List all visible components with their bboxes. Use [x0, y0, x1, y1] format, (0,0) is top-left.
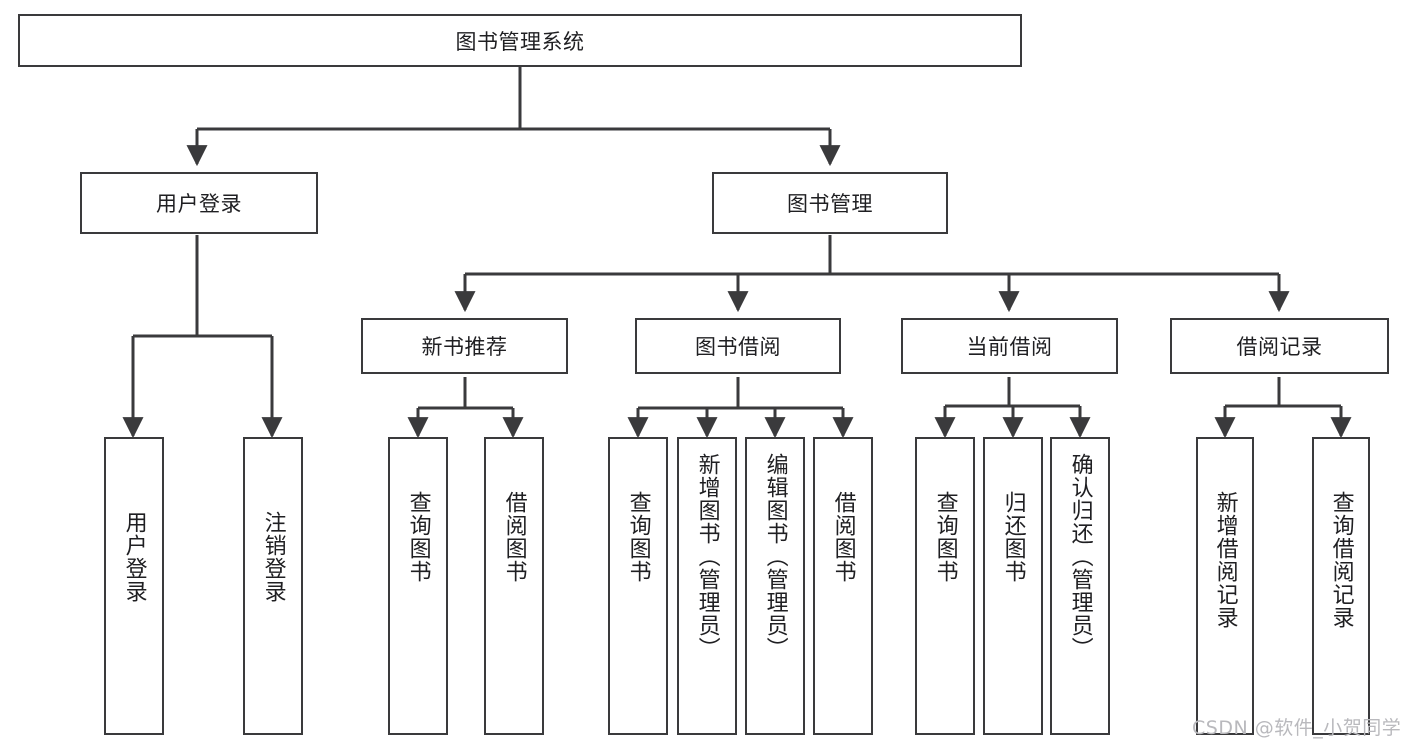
leaf-new-book-query[interactable]: 查询图书: [388, 437, 448, 735]
node-current-borrow[interactable]: 当前借阅: [901, 318, 1118, 374]
leaf-user-login-signout[interactable]: 注销登录: [243, 437, 303, 735]
leaf-label: 归还图书: [1000, 491, 1026, 583]
leaf-new-book-borrow[interactable]: 借阅图书: [484, 437, 544, 735]
leaf-borrow-query-book[interactable]: 查询图书: [608, 437, 668, 735]
leaf-current-query-book[interactable]: 查询图书: [915, 437, 975, 735]
leaf-label: 借阅图书: [501, 491, 527, 583]
node-book-management[interactable]: 图书管理: [712, 172, 948, 234]
leaf-current-return-book[interactable]: 归还图书: [983, 437, 1043, 735]
leaf-record-query-record[interactable]: 查询借阅记录: [1312, 437, 1370, 735]
leaf-label: 新增借阅记录: [1212, 491, 1238, 629]
node-new-book-recommend[interactable]: 新书推荐: [361, 318, 568, 374]
leaf-borrow-borrow-book[interactable]: 借阅图书: [813, 437, 873, 735]
leaf-current-confirm-return-admin[interactable]: 确认归还（管理员）: [1050, 437, 1110, 735]
node-borrow-record[interactable]: 借阅记录: [1170, 318, 1389, 374]
leaf-label: 借阅图书: [830, 491, 856, 583]
leaf-label: 编辑图书（管理员）: [762, 453, 788, 660]
node-user-login[interactable]: 用户登录: [80, 172, 318, 234]
leaf-borrow-add-book-admin[interactable]: 新增图书（管理员）: [677, 437, 737, 735]
leaf-label: 查询借阅记录: [1328, 491, 1354, 629]
node-root-system[interactable]: 图书管理系统: [18, 14, 1022, 67]
leaf-label: 确认归还（管理员）: [1067, 453, 1093, 660]
leaf-label: 查询图书: [405, 491, 431, 583]
leaf-label: 注销登录: [260, 511, 286, 603]
node-book-borrow[interactable]: 图书借阅: [635, 318, 841, 374]
leaf-label: 新增图书（管理员）: [694, 453, 720, 660]
leaf-label: 查询图书: [625, 491, 651, 583]
leaf-label: 查询图书: [932, 491, 958, 583]
leaf-user-login-signin[interactable]: 用户登录: [104, 437, 164, 735]
leaf-record-add-record[interactable]: 新增借阅记录: [1196, 437, 1254, 735]
csdn-watermark: CSDN @软件_小贺同学: [1192, 717, 1402, 739]
leaf-label: 用户登录: [121, 511, 147, 603]
leaf-borrow-edit-book-admin[interactable]: 编辑图书（管理员）: [745, 437, 805, 735]
